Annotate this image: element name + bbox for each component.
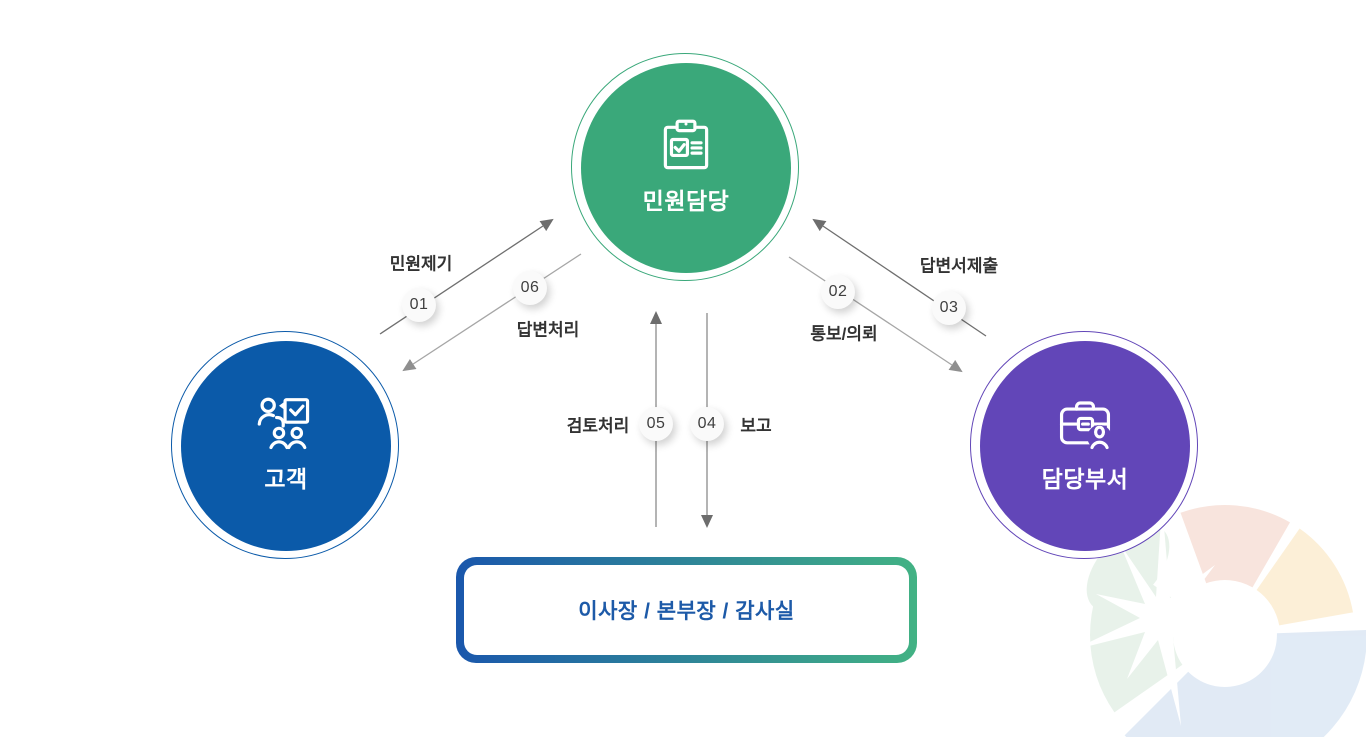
flow-label-report: 보고 [740,416,772,436]
node-label: 고객 [264,466,308,492]
step-badge-03: 03 [932,291,966,325]
people-survey-icon [257,397,310,450]
node-complaint-handler-disc: 민원담당 [581,63,791,273]
node-label: 담당부서 [1041,466,1129,492]
node-label: 민원담당 [642,188,730,214]
briefcase-person-icon [1059,401,1112,450]
node-department-disc: 담당부서 [980,341,1190,551]
flow-label-review: 검토처리 [566,416,630,436]
node-executives-inner: 이사장 / 본부장 / 감사실 [464,565,909,655]
step-badge-01: 01 [402,288,436,322]
step-badge-06: 06 [513,271,547,305]
flow-label-answer-handling: 답변처리 [516,320,580,340]
node-complaint-handler: 민원담당 [571,53,799,281]
step-badge-05: 05 [639,407,673,441]
step-badge-02: 02 [821,275,855,309]
executives-label: 이사장 / 본부장 / 감사실 [578,600,795,623]
node-department: 담당부서 [970,331,1198,559]
node-executives: 이사장 / 본부장 / 감사실 [456,557,917,663]
node-customer: 고객 [171,331,399,559]
flow-label-notify-request: 통보/의뢰 [810,324,878,344]
step-badge-04: 04 [690,407,724,441]
flow-label-answer-submission: 답변서제출 [919,256,999,276]
clipboard-check-icon [663,119,709,170]
node-customer-disc: 고객 [181,341,391,551]
flow-label-complaint-filing: 민원제기 [389,254,453,274]
